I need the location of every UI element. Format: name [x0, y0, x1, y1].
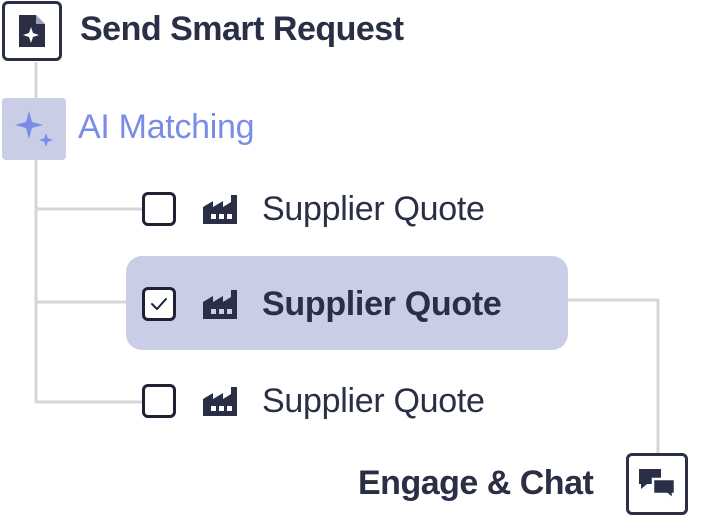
factory-icon [203, 387, 237, 416]
ai-matching-title: AI Matching [78, 108, 255, 146]
supplier-quote-row-1[interactable]: Supplier Quote [142, 189, 485, 229]
supplier-quote-checkbox-3[interactable] [142, 384, 176, 418]
supplier-quote-row-2[interactable]: Supplier Quote [142, 284, 502, 324]
supplier-quote-label-1: Supplier Quote [262, 189, 485, 228]
send-request-title: Send Smart Request [80, 10, 404, 48]
supplier-quote-checkbox-1[interactable] [142, 192, 176, 226]
ai-matching-icon-box [2, 98, 66, 160]
check-icon [151, 298, 167, 310]
supplier-quote-row-3[interactable]: Supplier Quote [142, 381, 485, 421]
chat-bubbles-icon [639, 469, 677, 502]
selected-supplier-highlight [126, 256, 568, 350]
supplier-quote-label-2: Supplier Quote [262, 284, 502, 323]
sparkles-icon [15, 111, 53, 147]
connector-selected-to-engage [568, 298, 660, 453]
supplier-quote-checkbox-2[interactable] [142, 287, 176, 321]
connector-ai-to-suppliers [34, 160, 142, 404]
factory-icon [203, 290, 237, 319]
engage-chat-title: Engage & Chat [358, 464, 594, 502]
engage-chat-icon-box [626, 453, 688, 515]
send-request-icon-box [2, 1, 62, 61]
factory-icon [203, 195, 237, 224]
supplier-quote-label-3: Supplier Quote [262, 381, 485, 420]
document-sparkle-icon [19, 15, 45, 47]
